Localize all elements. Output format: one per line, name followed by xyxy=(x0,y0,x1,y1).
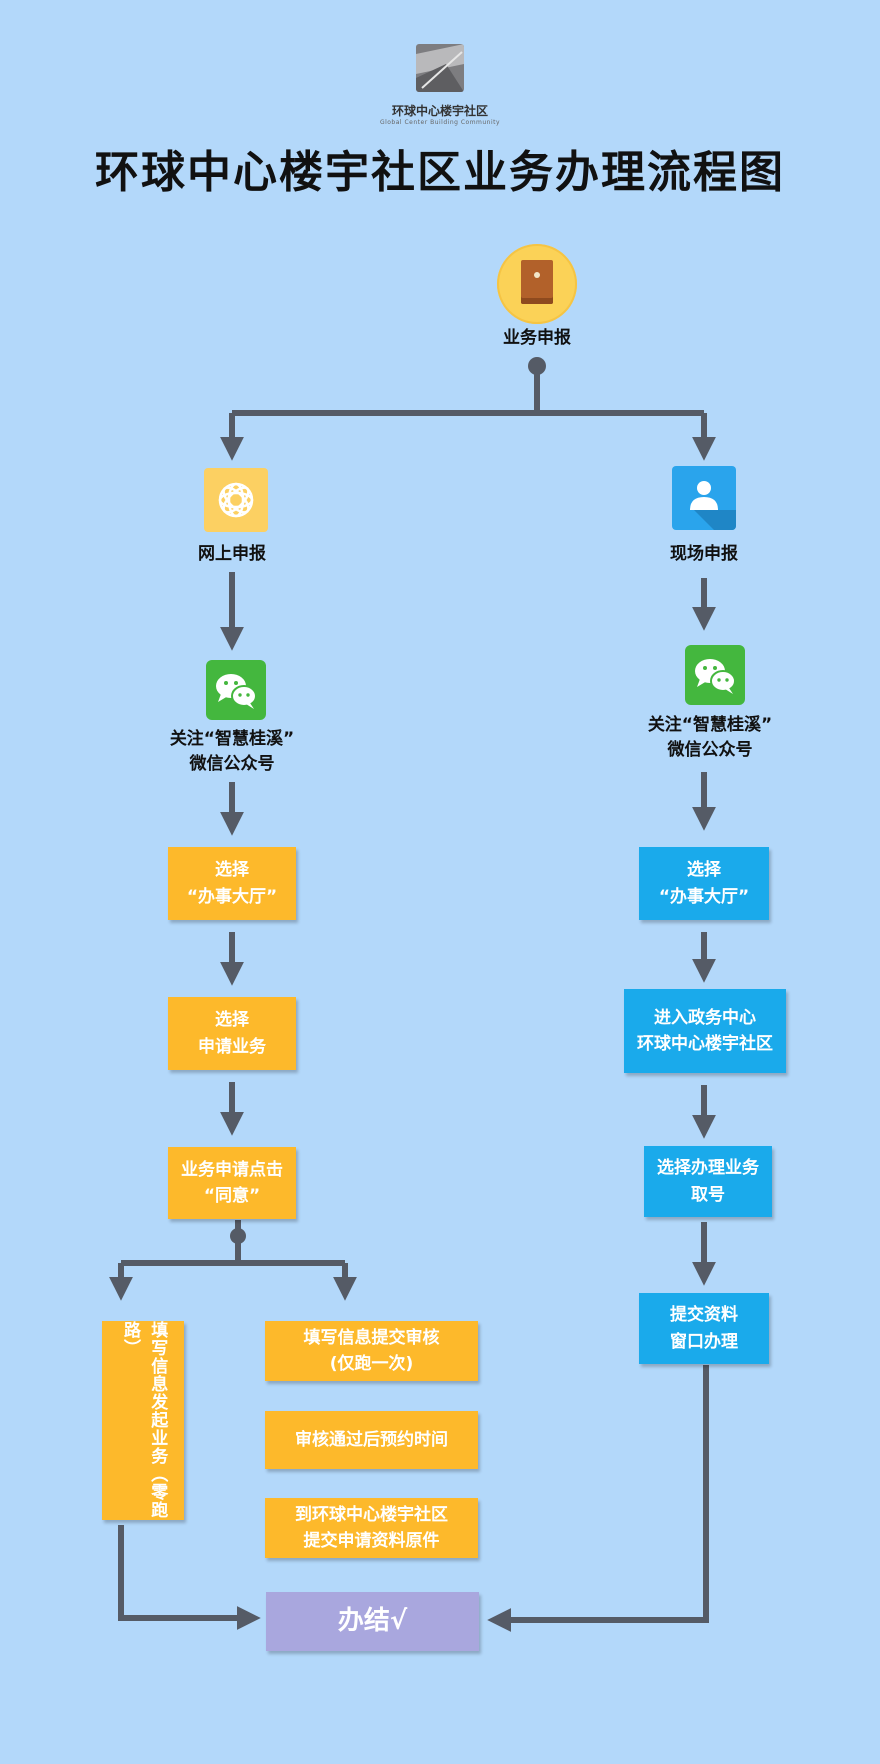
step-line-1: 进入政务中心 xyxy=(654,1007,756,1028)
person-icon xyxy=(672,466,736,530)
step-line-1: 选择 xyxy=(215,1010,249,1031)
step-line-1: 业务申请点击 xyxy=(181,1159,283,1180)
network-globe-icon xyxy=(204,468,268,532)
onsite-label: 现场申报 xyxy=(670,544,738,564)
step-select-apply-online: 选择 申请业务 xyxy=(168,997,296,1070)
wechat-icon xyxy=(206,660,266,720)
step-line-1: 选择办理业务 xyxy=(657,1158,759,1179)
step-line-1: 填写信息提交审核 xyxy=(303,1327,440,1348)
step-line-2: 申请业务 xyxy=(198,1036,266,1057)
step-line-1: 选择 xyxy=(215,860,249,881)
step-take-number-onsite: 选择办理业务 取号 xyxy=(644,1146,772,1217)
wechat-right-line-1: 关注“智慧桂溪” xyxy=(647,715,773,735)
step-line-2: 取号 xyxy=(691,1184,725,1205)
page-title: 环球中心楼宇社区业务办理流程图 xyxy=(95,147,785,198)
step-done: 办结√ xyxy=(266,1592,479,1651)
step-line-2: 提交申请资料原件 xyxy=(303,1531,440,1551)
split-dot-left xyxy=(230,1228,246,1244)
connector-window-to-done xyxy=(487,1365,709,1632)
logo-name: 环球中心楼宇社区 xyxy=(391,104,488,118)
wechat-right-label: 关注“智慧桂溪” 微信公众号 xyxy=(610,713,810,762)
step-zero-run: 填写信息发起业务（零跑路） xyxy=(102,1321,184,1520)
wechat-left-label: 关注“智慧桂溪” 微信公众号 xyxy=(132,727,332,776)
step-select-hall-onsite: 选择 “办事大厅” xyxy=(639,847,769,920)
step-enter-center-onsite: 进入政务中心 环球中心楼宇社区 xyxy=(624,989,786,1073)
step-submit-originals: 到环球中心楼宇社区 提交申请资料原件 xyxy=(265,1498,478,1558)
step-line-2: 窗口办理 xyxy=(670,1331,738,1352)
wechat-left-line-2: 微信公众号 xyxy=(189,753,275,774)
step-select-hall-online: 选择 “办事大厅” xyxy=(168,847,296,920)
step-line-1: 审核通过后预约时间 xyxy=(295,1429,448,1450)
step-line-1: 选择 xyxy=(687,860,721,881)
start-label: 业务申报 xyxy=(503,328,571,348)
step-book-time: 审核通过后预约时间 xyxy=(265,1411,478,1469)
wechat-left-line-1: 关注“智慧桂溪” xyxy=(169,729,295,749)
online-label: 网上申报 xyxy=(198,544,266,564)
step-line-2: “办事大厅” xyxy=(658,886,750,907)
step-line-2: (仅跑一次) xyxy=(329,1354,414,1374)
wechat-icon xyxy=(685,645,745,705)
step-submit-review: 填写信息提交审核 (仅跑一次) xyxy=(265,1321,478,1381)
wechat-right-line-2: 微信公众号 xyxy=(667,739,753,760)
step-line-2: 环球中心楼宇社区 xyxy=(637,1034,773,1054)
logo-mark xyxy=(416,44,464,92)
step-click-agree-online: 业务申请点击 “同意” xyxy=(168,1147,296,1219)
connector-zero-to-done xyxy=(118,1525,261,1630)
step-window-process-onsite: 提交资料 窗口办理 xyxy=(639,1293,769,1364)
step-line-2: “同意” xyxy=(203,1186,261,1206)
logo-subtitle: Global Center Building Community xyxy=(379,119,501,126)
envelope-icon xyxy=(497,244,577,324)
step-line-1: 到环球中心楼宇社区 xyxy=(295,1504,448,1525)
step-line-2: “办事大厅” xyxy=(186,886,278,907)
step-line-1: 提交资料 xyxy=(670,1305,738,1326)
